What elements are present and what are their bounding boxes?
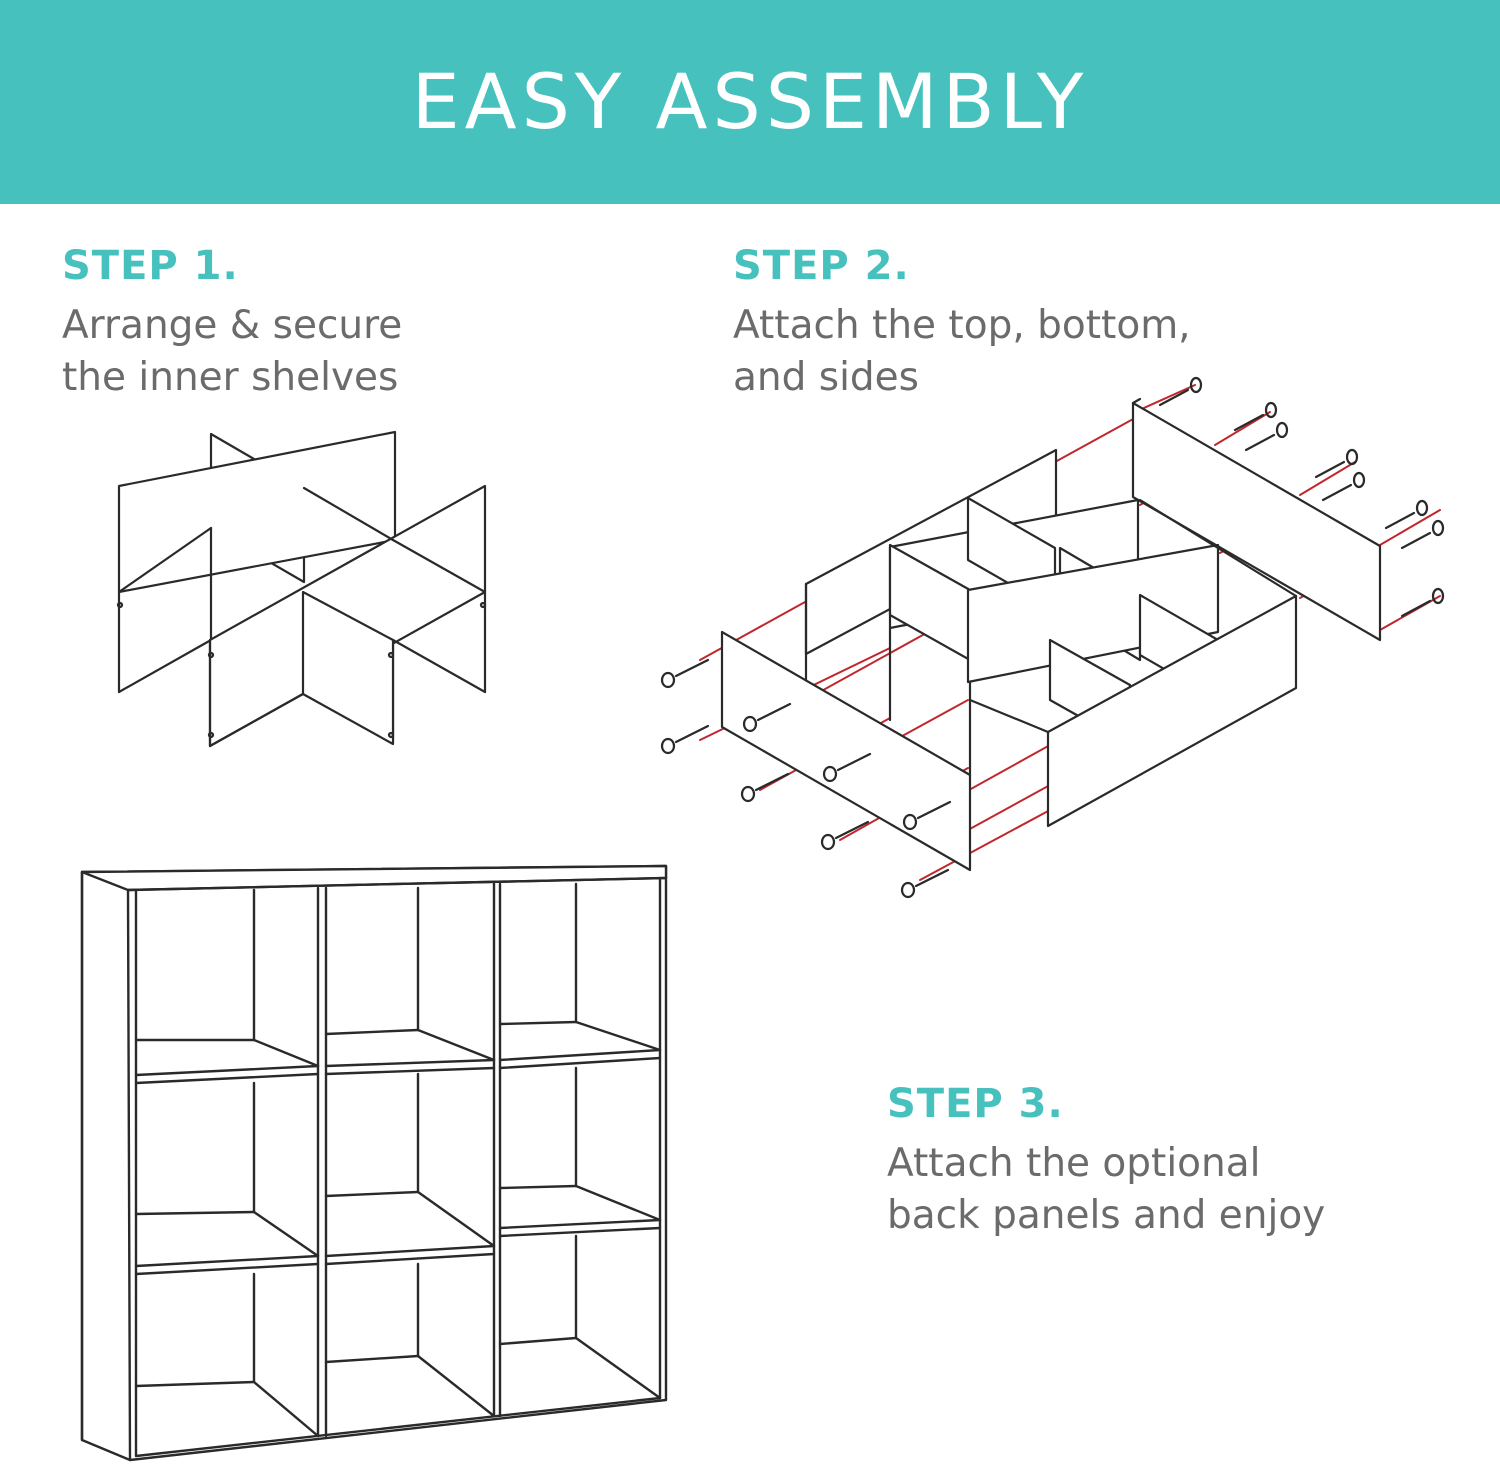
- page-title: EASY ASSEMBLY: [411, 57, 1089, 146]
- step-2-title: STEP 2.: [733, 243, 910, 289]
- step-1-title: STEP 1.: [62, 243, 239, 289]
- step-3-line-2: back panels and enjoy: [887, 1193, 1326, 1238]
- inner-shelves-icon: [116, 430, 487, 748]
- step-2: STEP 2. Attach the top, bottom, and side…: [733, 246, 1191, 404]
- step-3-title: STEP 3.: [887, 1081, 1064, 1127]
- cube-bookcase-icon: [80, 864, 668, 1462]
- step-3-text: Attach the optional back panels and enjo…: [887, 1138, 1325, 1242]
- step-1-line-2: the inner shelves: [62, 355, 399, 400]
- step-1: STEP 1. Arrange & secure the inner shelv…: [62, 246, 402, 404]
- step-1-text: Arrange & secure the inner shelves: [62, 300, 402, 404]
- header-banner: EASY ASSEMBLY: [0, 0, 1500, 204]
- step-1-line-1: Arrange & secure: [62, 303, 403, 348]
- step-2-line-2: and sides: [733, 355, 919, 400]
- frame-assembly-icon: [660, 376, 1445, 899]
- step-2-line-1: Attach the top, bottom,: [733, 303, 1191, 348]
- step-3-line-1: Attach the optional: [887, 1141, 1261, 1186]
- step-3: STEP 3. Attach the optional back panels …: [887, 1084, 1325, 1242]
- step-2-text: Attach the top, bottom, and sides: [733, 300, 1191, 404]
